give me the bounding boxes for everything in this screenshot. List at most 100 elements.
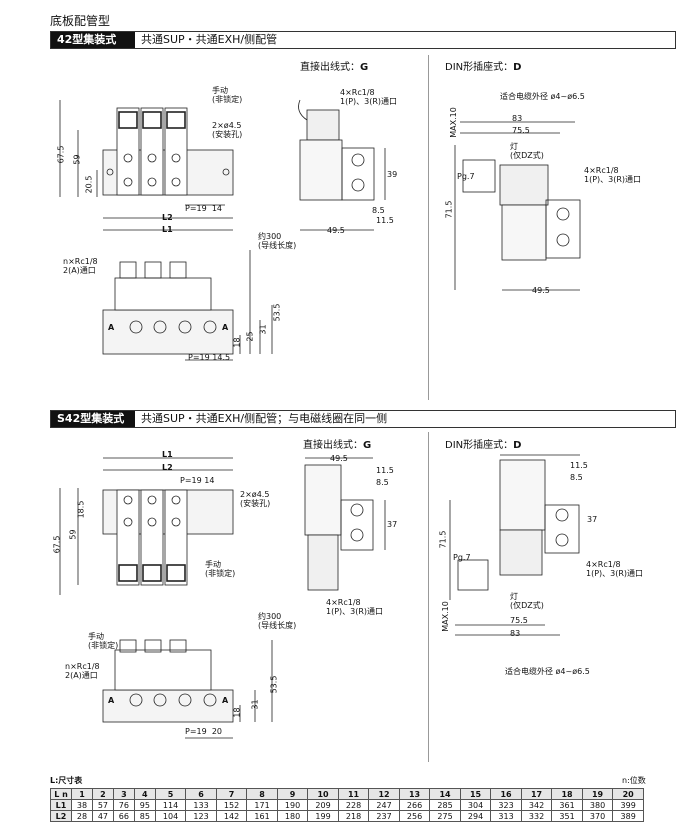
dim-pitch: P=19 14 — [180, 476, 215, 485]
table-cell: 313 — [490, 810, 522, 822]
dim-53-5: 53.5 — [269, 675, 279, 694]
dim-8-5: 8.5 — [376, 478, 389, 487]
table-cell: 361 — [551, 799, 583, 811]
manual-override-label: 手动(非锁定) — [205, 560, 236, 578]
table-cell: 190 — [276, 799, 309, 811]
table-col-header: 8 — [246, 788, 278, 800]
table-cell: 380 — [581, 799, 614, 811]
dim-67-5: 67.5 — [52, 535, 62, 554]
dim-75-5: 75.5 — [510, 616, 528, 625]
dim-11-5: 11.5 — [570, 461, 588, 470]
section-desc: 共通SUP・共通EXH/侧配管 — [141, 33, 278, 46]
table-cell: 57 — [91, 799, 114, 811]
mount-hole-label: 2×ø4.5(安装孔) — [212, 121, 243, 139]
table-cell: 152 — [215, 799, 248, 811]
table-cell: 323 — [490, 799, 522, 811]
manual-override-label: 手动(非锁定) — [88, 632, 119, 650]
table-cell: 133 — [185, 799, 217, 811]
section-tag: 42型集装式 — [51, 32, 135, 48]
light-label: 灯(仅DZ式) — [510, 142, 544, 160]
table-col-header: 20 — [612, 788, 644, 800]
row-label: L2 — [50, 810, 72, 822]
cable-label: 适合电缆外径 ø4~ø6.5 — [505, 667, 590, 676]
table-col-header: 6 — [185, 788, 217, 800]
table-cell: 199 — [307, 810, 339, 822]
table-cell: 218 — [337, 810, 370, 822]
table-col-header: 13 — [398, 788, 431, 800]
side-view-din-s42 — [449, 454, 580, 636]
dim-11-5: 11.5 — [376, 216, 394, 225]
dim-18: 18 — [232, 337, 242, 348]
table-col-header: 10 — [307, 788, 339, 800]
table-col-header: 1 — [71, 788, 93, 800]
lead-length-label: 约300(导线长度) — [258, 232, 297, 250]
view-title-direct: 直接出线式：G — [303, 440, 372, 451]
page-title: 底板配管型 — [50, 14, 111, 28]
table-cell: 247 — [368, 799, 400, 811]
table-cell: 266 — [398, 799, 431, 811]
dim-53-5: 53.5 — [272, 303, 282, 322]
dim-31: 31 — [250, 699, 260, 710]
table-cell: 47 — [91, 810, 114, 822]
table-cell: 209 — [307, 799, 339, 811]
dim-71-5: 71.5 — [444, 200, 454, 219]
table-col-header: 14 — [429, 788, 461, 800]
table-cell: 275 — [429, 810, 461, 822]
dim-83: 83 — [510, 629, 521, 638]
table-cell: 161 — [246, 810, 278, 822]
cable-label: 适合电缆外径 ø4~ø6.5 — [500, 92, 585, 101]
table-caption: L:尺寸表 — [50, 776, 83, 785]
table-cell: 351 — [551, 810, 583, 822]
side-view-din-42 — [454, 121, 581, 291]
manifold-top-view-s42 — [59, 457, 234, 595]
dim-pitch-front: P=19 14.5 — [188, 353, 231, 362]
table-cell: 180 — [276, 810, 309, 822]
dim-pitch: P=19 14 — [185, 204, 222, 213]
dim-max10: MAX.10 — [448, 107, 458, 138]
table-cell: 114 — [154, 799, 187, 811]
dim-71-5: 71.5 — [438, 530, 448, 549]
port-A-left: A — [108, 323, 115, 332]
dim-pitch-front: P=19 20 — [185, 727, 222, 736]
row-label: L1 — [50, 799, 72, 811]
table-cell: 370 — [581, 810, 614, 822]
table-cell: 85 — [133, 810, 156, 822]
table-cell: 38 — [71, 799, 93, 811]
table-cell: 123 — [185, 810, 217, 822]
table-cell: 142 — [215, 810, 248, 822]
dim-max10: MAX.10 — [440, 601, 450, 632]
table-corner: L n — [50, 788, 72, 800]
lead-length-label: 约300(导线长度) — [258, 612, 297, 630]
dim-25: 25 — [245, 331, 255, 342]
section-header-s42: S42型集装式 共通SUP・共通EXH/侧配管；与电磁线圈在同一侧 — [50, 410, 676, 428]
view-title-din: DIN形插座式：D — [445, 440, 522, 451]
table-cell: 66 — [112, 810, 135, 822]
dim-83: 83 — [512, 114, 523, 123]
table-col-header: 15 — [459, 788, 492, 800]
table-cell: 104 — [154, 810, 187, 822]
pg-label: Pg.7 — [457, 172, 475, 181]
table-cell: 332 — [520, 810, 553, 822]
table-col-header: 18 — [551, 788, 583, 800]
table-col-header: 5 — [154, 788, 187, 800]
table-cell: 389 — [612, 810, 644, 822]
table-cell: 399 — [612, 799, 644, 811]
column-divider — [428, 432, 429, 762]
manifold-front-view-42 — [102, 250, 273, 361]
light-label: 灯(仅DZ式) — [510, 592, 544, 610]
table-col-header: 11 — [337, 788, 370, 800]
table-col-header: 19 — [581, 788, 614, 800]
mount-hole-label: 2×ø4.5(安装孔) — [240, 490, 271, 508]
table-col-header: 3 — [112, 788, 135, 800]
table-cell: 228 — [337, 799, 370, 811]
dim-8-5: 8.5 — [570, 473, 583, 482]
view-title-direct: 直接出线式：G — [300, 62, 369, 73]
dim-49-5: 49.5 — [327, 226, 345, 235]
